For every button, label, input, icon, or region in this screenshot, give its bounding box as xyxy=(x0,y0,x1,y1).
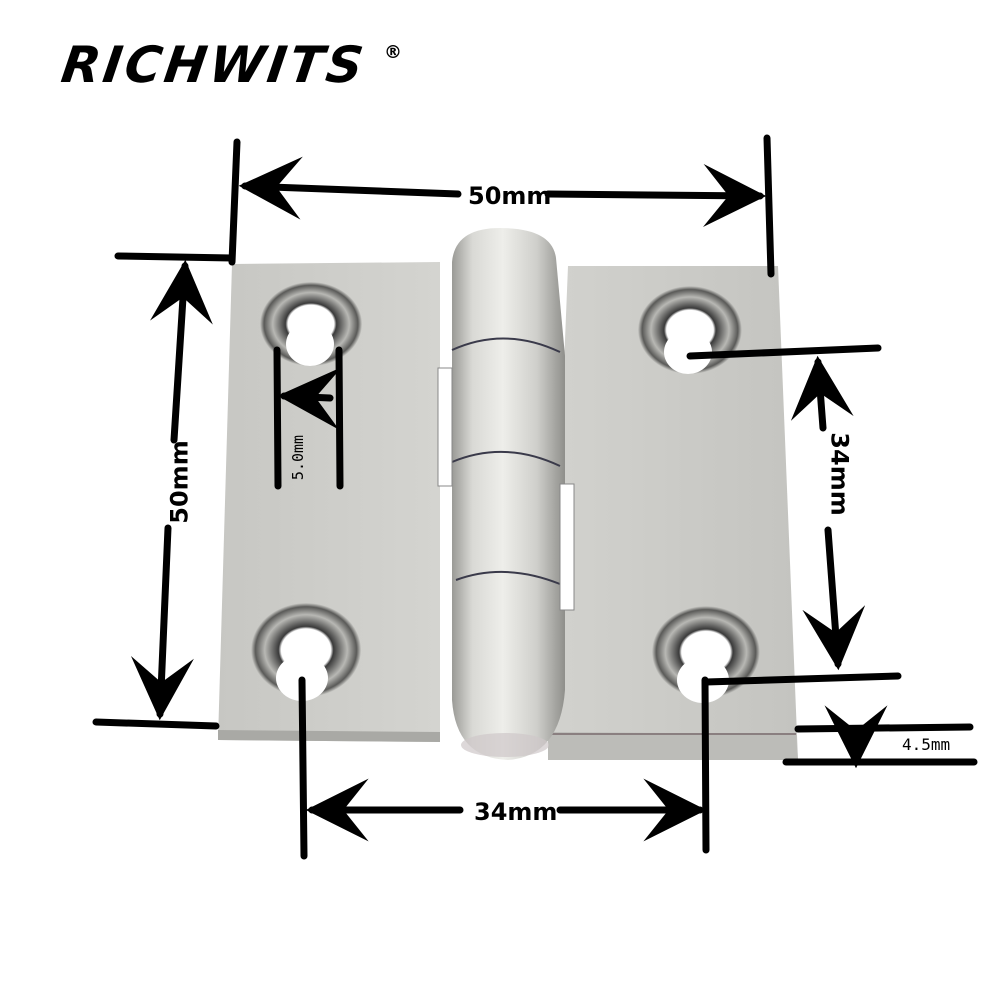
thickness-label: 4.5mm xyxy=(902,735,951,754)
dimension-lines xyxy=(92,134,978,860)
vertical-hole-spacing-label: 34mm xyxy=(825,432,854,516)
hole-diameter-extension-right xyxy=(335,346,344,490)
width-arrow-right xyxy=(544,163,767,227)
width-extension-left xyxy=(228,138,241,266)
vertical-spacing-arrow-bottom xyxy=(802,526,866,671)
hole-diameter-arrow xyxy=(277,366,343,430)
hole-diameter-label: 5.0mm xyxy=(289,434,308,481)
height-extension-top xyxy=(114,252,236,262)
width-extension-right xyxy=(763,134,775,278)
hinge-knuckle xyxy=(437,228,575,760)
vertical-spacing-extension-bottom xyxy=(702,672,902,686)
height-label: 50mm xyxy=(165,440,194,524)
height-extension-bottom xyxy=(92,718,220,730)
width-label: 50mm xyxy=(468,182,552,210)
registered-trademark-mark: ® xyxy=(384,42,402,63)
thickness-extension-top xyxy=(794,723,974,733)
horizontal-spacing-extension-left xyxy=(298,676,308,860)
horizontal-spacing-extension-right xyxy=(701,676,710,854)
height-arrow-bottom xyxy=(130,524,194,721)
height-arrow-top xyxy=(149,259,213,444)
hole-top-left xyxy=(260,282,362,366)
vertical-spacing-extension-top xyxy=(686,344,882,360)
horizontal-hole-spacing-label: 34mm xyxy=(474,798,558,826)
width-arrow-left xyxy=(238,156,462,220)
vertical-spacing-arrow-top xyxy=(790,355,854,432)
hole-top-right xyxy=(638,286,742,374)
hole-diameter-extension-left xyxy=(273,346,282,490)
